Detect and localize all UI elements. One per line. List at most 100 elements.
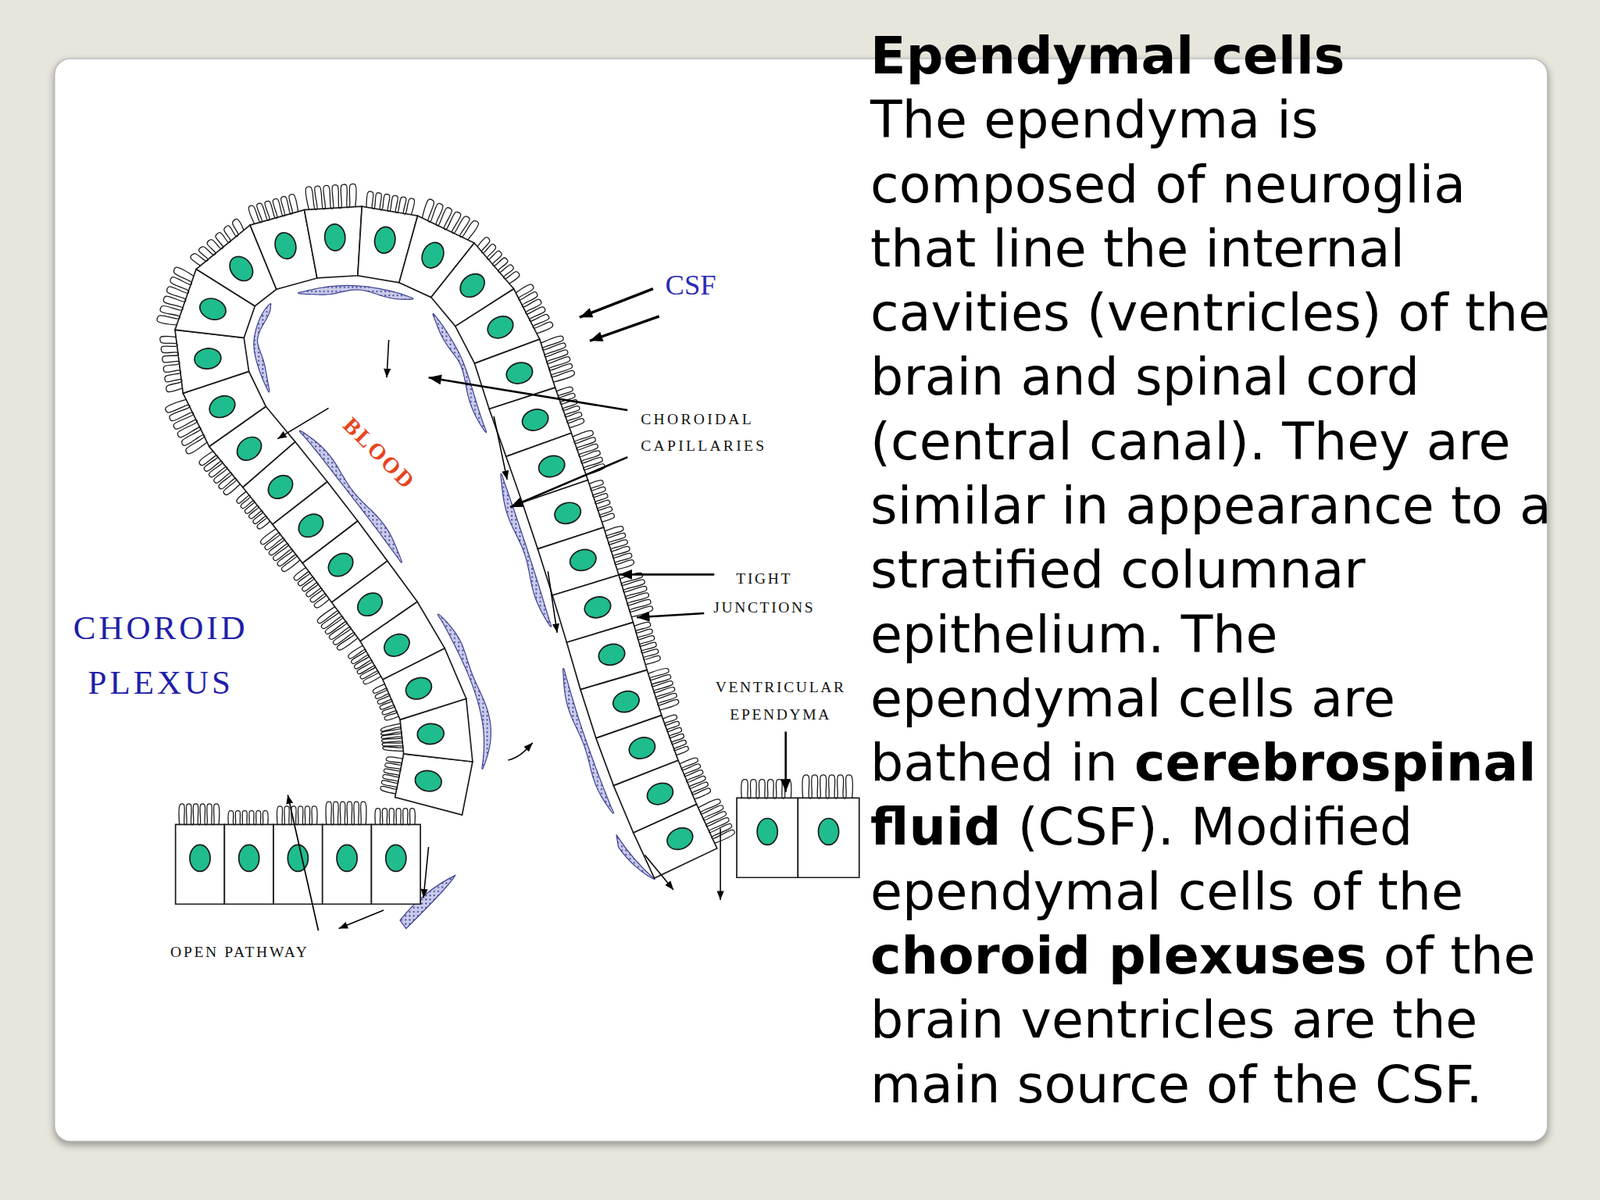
microvilli [157,267,194,325]
leader-arrow [579,289,654,318]
microvilli [199,451,240,496]
cell-nucleus [413,768,443,794]
part-label: TIGHT JUNCTIONS [703,564,825,622]
cell-nucleus [189,844,211,872]
microvilli [380,757,403,794]
microvilli [165,399,208,454]
flow-arrow [507,742,533,761]
cell-nucleus [264,471,298,504]
microvilli [366,191,415,215]
structure-title: CHOROID PLEXUS [56,600,266,711]
microvilli [248,194,298,225]
cell-nucleus [192,346,222,371]
ependymal-cell [371,824,421,904]
capillary-group [253,285,656,929]
microvilli [421,199,479,240]
ependymal-cell [633,803,718,879]
microvilli [228,810,268,825]
cell-nucleus [287,844,308,872]
cell-nucleus [324,548,358,581]
leader-arrow [636,613,704,618]
cell-nucleus [535,452,568,481]
part-label: OPEN PATHWAY [170,940,375,964]
body-text: The ependyma is composed of neuroglia th… [870,89,1552,793]
cell-nucleus [402,673,436,703]
cell-row [736,775,860,878]
microvilli [236,491,271,529]
flow-arrow [287,794,318,931]
microvilli [634,621,661,665]
cell-nucleus [551,499,583,528]
cell-nucleus [416,722,445,746]
cell-nucleus [582,593,614,622]
cell-nucleus [757,818,778,846]
microvilli [540,335,575,383]
flow-arrow [644,855,674,890]
microvilli [515,284,553,334]
microvilli [679,757,711,800]
cell-nucleus [596,641,628,669]
capillary [298,285,414,300]
microvilli [698,799,736,843]
flow-arrow [547,571,558,633]
microvilli [293,567,329,608]
flow-arrow [423,846,429,898]
leader-arrow [510,457,628,508]
microvilli [178,803,219,825]
cell-nucleus [483,311,517,343]
ependymal-cell [797,797,859,878]
microvilli [381,723,404,751]
cell-row [157,183,735,879]
epithelium-group [157,183,860,904]
flow-arrow [339,910,384,929]
microvilli [260,528,301,572]
ependymal-cell [322,824,372,904]
microvilli [741,779,792,799]
slide-title: Ependymal cells [870,23,1600,88]
cell-nucleus [663,824,697,854]
arrow-group [277,289,786,932]
cell-nucleus [336,844,358,872]
microvilli [477,237,520,284]
cell-row [175,801,421,904]
leader-arrow [619,573,715,576]
cell-nucleus [380,629,415,661]
microvilli [325,801,367,825]
fluid-label: CSF [665,268,758,304]
leader-arrow [589,316,660,341]
cell-nucleus [225,251,258,286]
cell-nucleus [610,688,642,716]
microvilli [648,668,679,711]
ependymal-cell [736,797,798,878]
cell-nucleus [372,225,397,255]
microvilli [802,775,853,799]
microvilli [620,572,654,617]
ependymal-cell [175,824,225,904]
microvilli [277,806,318,825]
flow-arrow [493,416,508,480]
ependymal-cell [395,753,473,815]
ependymal-cell [175,329,250,393]
cell-nucleus [567,546,599,574]
ependymal-cell [273,824,323,904]
cell-nucleus [643,778,676,808]
microvilli [662,714,689,755]
cell-nucleus [271,230,299,262]
cell-nucleus [196,295,229,324]
cell-nucleus [232,432,267,465]
ependymal-cell [224,824,274,904]
cell-nucleus [205,391,239,422]
microvilli [556,386,584,428]
microvilli [160,335,183,392]
cell-nucleus [353,588,387,621]
cell-nucleus [417,239,448,272]
cell-nucleus [625,733,658,762]
capillary [253,303,272,393]
flow-arrow [277,407,329,439]
body-paragraph: The ependyma is composed of neuroglia th… [870,87,1585,1117]
microvilli [604,526,634,570]
microvilli [589,480,615,522]
microvilli [305,183,357,210]
flow-arrow [719,828,722,900]
